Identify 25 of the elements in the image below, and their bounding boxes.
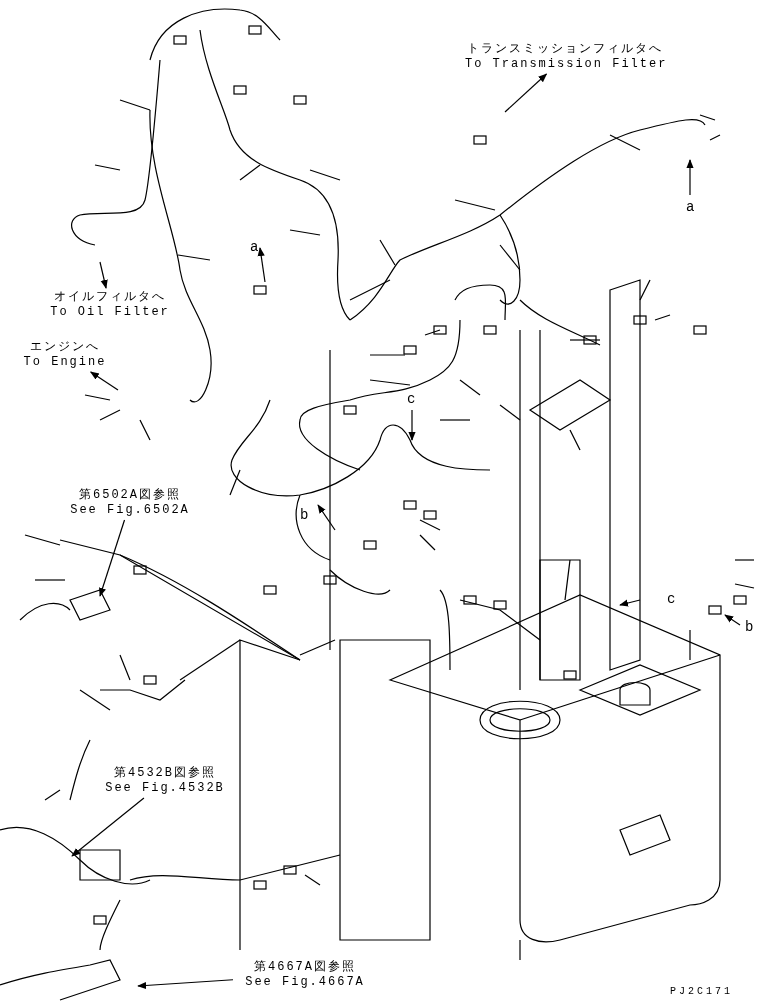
note-text: エンジンへ (29, 340, 101, 355)
leader-arrow (99, 519, 126, 597)
note-text: To Transmission Filter (465, 57, 665, 72)
note-text: See Fig.6502A (69, 503, 191, 518)
direction-arrow (504, 73, 548, 113)
note-text: 第4667A図参照 (253, 960, 357, 975)
direction-arrow (90, 371, 119, 391)
marker-letter: c (407, 392, 416, 406)
leader-arrow (137, 979, 234, 990)
drawing-number: PJ2C171 (670, 985, 733, 999)
note-text: To Engine (22, 355, 108, 370)
marker-letter: a (686, 200, 695, 214)
note-text: トランスミッションフィルタへ (466, 42, 664, 57)
note-text: See Fig.4532B (104, 781, 226, 796)
marker-letter: b (300, 508, 309, 522)
marker-letter: c (667, 592, 676, 606)
note-text: オイルフィルタへ (53, 290, 167, 305)
note-text: See Fig.4667A (244, 975, 366, 990)
marker-letter: a (250, 240, 259, 254)
marker-letter: b (745, 620, 754, 634)
note-text: 第4532B図参照 (113, 766, 217, 781)
note-text: To Oil Filter (49, 305, 171, 320)
leader-arrow (71, 797, 145, 857)
direction-arrow (99, 261, 108, 289)
note-text: 第6502A図参照 (78, 488, 182, 503)
